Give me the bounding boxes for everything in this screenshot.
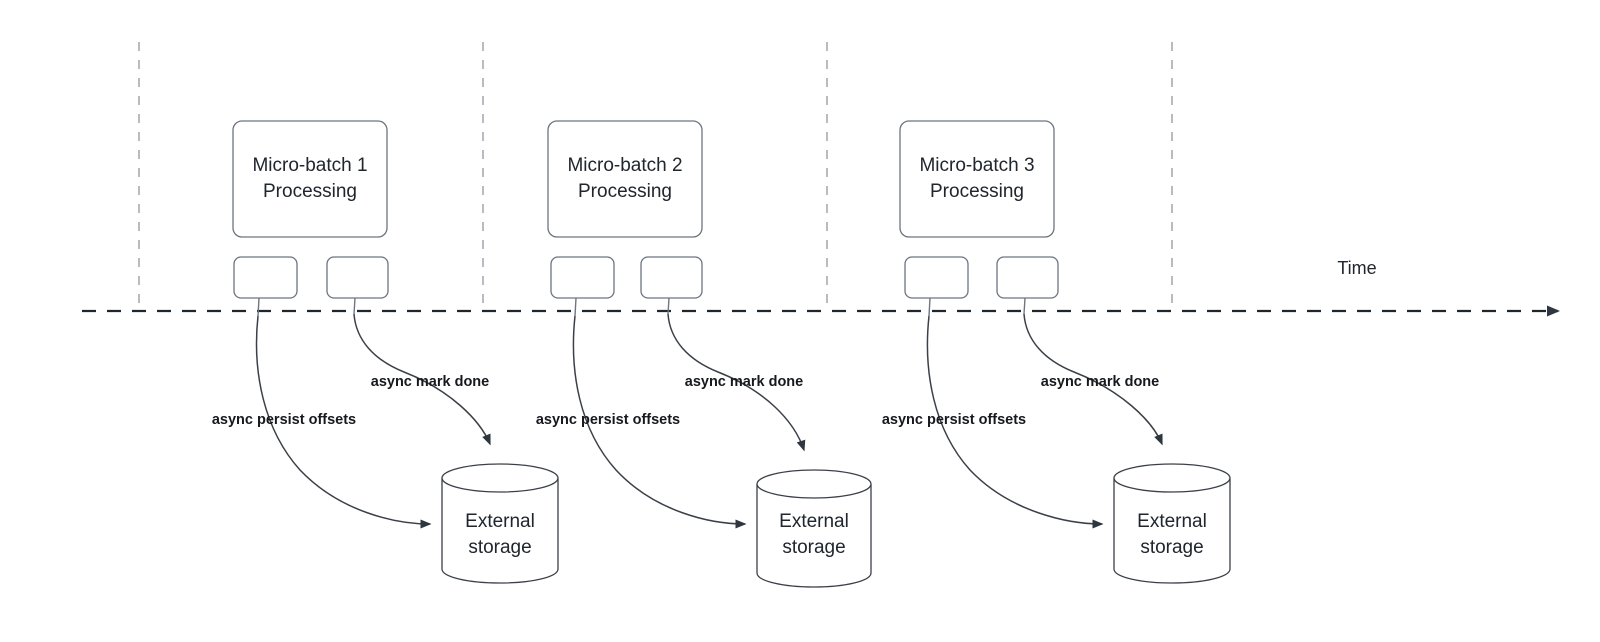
micro-batch-3-box[interactable] bbox=[899, 120, 1055, 238]
storage-3-label-line1: External bbox=[1137, 511, 1207, 532]
mark-done-task-box-1[interactable] bbox=[326, 256, 389, 299]
mark-done-curve-2 bbox=[667, 313, 806, 452]
mark-done-curve-3 bbox=[1023, 313, 1163, 446]
persist-task-box-3[interactable] bbox=[904, 256, 969, 299]
external-storage-cylinder-3[interactable]: External storage bbox=[1113, 463, 1231, 584]
persist-offsets-curve-2 bbox=[572, 315, 747, 529]
mark-done-stem-1 bbox=[353, 297, 356, 315]
persist-task-box-1[interactable] bbox=[233, 256, 298, 299]
micro-batch-3-label-line2: Processing bbox=[930, 181, 1024, 202]
mark-done-curve-1 bbox=[353, 313, 491, 446]
storage-1-label-line1: External bbox=[465, 511, 535, 532]
storage-2-top bbox=[756, 469, 872, 499]
time-axis-label: Time bbox=[1337, 258, 1376, 278]
persist-stem-3 bbox=[928, 297, 931, 317]
storage-2-label-line2: storage bbox=[782, 537, 845, 558]
mark-done-stem-3 bbox=[1023, 297, 1026, 315]
storage-2-label-line1: External bbox=[779, 511, 849, 532]
micro-batch-group-3: Micro-batch 3 Processing async persist o… bbox=[882, 120, 1231, 584]
micro-batch-group-2: Micro-batch 2 Processing async persist o… bbox=[536, 120, 872, 588]
mark-done-task-box-3[interactable] bbox=[996, 256, 1059, 299]
mark-done-label-1: async mark done bbox=[371, 374, 489, 390]
storage-2-body bbox=[756, 484, 872, 588]
mark-done-label-2: async mark done bbox=[685, 374, 803, 390]
micro-batch-1-box[interactable] bbox=[232, 120, 388, 238]
storage-3-top bbox=[1113, 463, 1231, 493]
mark-done-stem-2 bbox=[667, 297, 670, 315]
persist-offsets-curve-1 bbox=[255, 315, 432, 529]
time-axis: Time bbox=[82, 258, 1560, 317]
micro-batch-1-label-line2: Processing bbox=[263, 181, 357, 202]
guide-lines-group bbox=[138, 42, 1173, 312]
storage-1-body bbox=[441, 478, 559, 584]
micro-batch-1-label-line1: Micro-batch 1 bbox=[252, 155, 367, 176]
micro-batch-2-label-line1: Micro-batch 2 bbox=[567, 155, 682, 176]
storage-3-body bbox=[1113, 478, 1231, 584]
persist-offsets-label-3: async persist offsets bbox=[882, 412, 1026, 428]
micro-batch-2-label-line2: Processing bbox=[578, 181, 672, 202]
persist-offsets-label-2: async persist offsets bbox=[536, 412, 680, 428]
mark-done-task-box-2[interactable] bbox=[640, 256, 703, 299]
storage-1-label-line2: storage bbox=[468, 537, 531, 558]
storage-3-label-line2: storage bbox=[1140, 537, 1203, 558]
micro-batch-group-1: Micro-batch 1 Processing async persist o… bbox=[212, 120, 559, 584]
persist-offsets-curve-3 bbox=[926, 315, 1104, 529]
storage-1-top bbox=[441, 463, 559, 493]
external-storage-cylinder-1[interactable]: External storage bbox=[441, 463, 559, 584]
mark-done-label-3: async mark done bbox=[1041, 374, 1159, 390]
persist-offsets-label-1: async persist offsets bbox=[212, 412, 356, 428]
persist-stem-1 bbox=[257, 297, 260, 317]
external-storage-cylinder-2[interactable]: External storage bbox=[756, 469, 872, 588]
persist-task-box-2[interactable] bbox=[550, 256, 615, 299]
micro-batch-2-box[interactable] bbox=[547, 120, 703, 238]
micro-batch-3-label-line1: Micro-batch 3 bbox=[919, 155, 1034, 176]
persist-stem-2 bbox=[574, 297, 577, 317]
